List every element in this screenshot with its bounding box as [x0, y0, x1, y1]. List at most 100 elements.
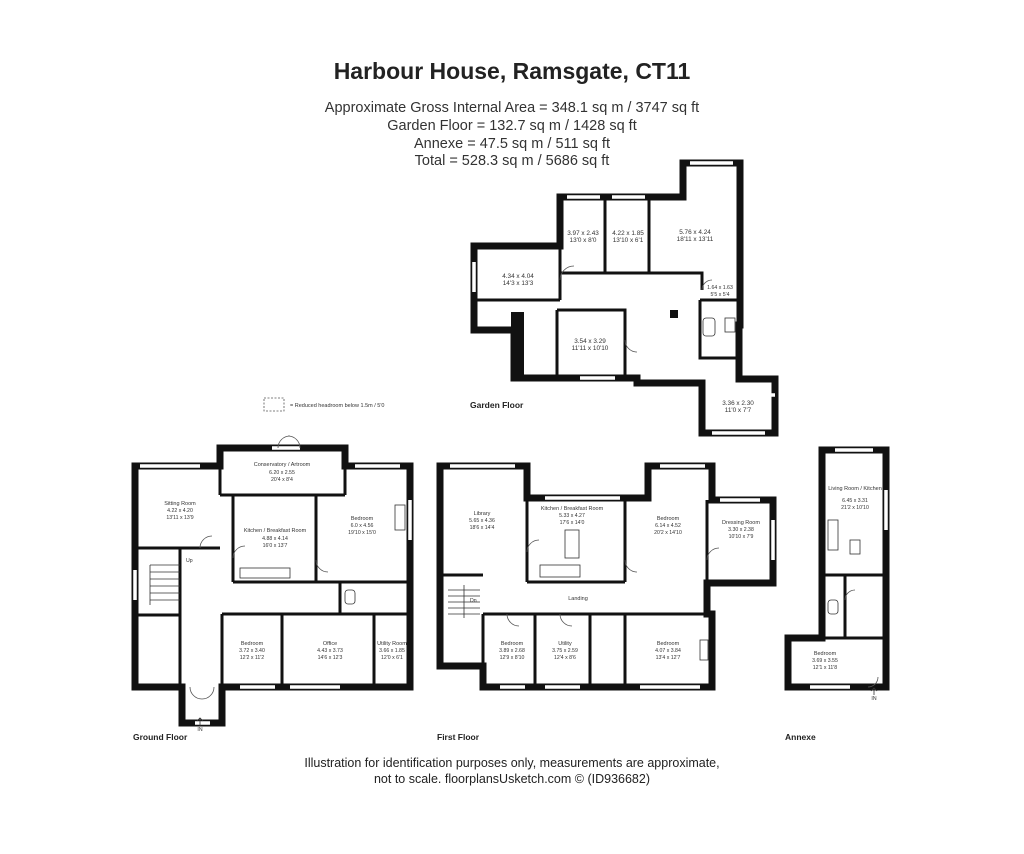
garden-room7-dim-m: 3.36 x 2.30 — [722, 400, 754, 407]
garden-room4-dim-m: 4.34 x 4.04 — [502, 273, 534, 280]
annexe-bedroom-name: Bedroom — [814, 651, 837, 657]
ground-stairs — [149, 564, 180, 605]
garden-floor-label: Garden Floor — [470, 400, 524, 410]
gf-office-dim-m: 4.43 x 3.73 — [317, 648, 343, 654]
ff-kitchen-dim-m: 5.33 x 4.27 — [559, 513, 585, 519]
gf-utility-dim-ft: 12'0 x 6'1 — [381, 655, 403, 661]
ground-wc-icon — [344, 589, 356, 605]
gf-conservatory-dim-ft: 20'4 x 8'4 — [271, 477, 293, 483]
gf-entrance-arrow-icon — [196, 717, 204, 726]
annexe-wc-icon — [827, 599, 839, 615]
disclaimer-line-2: not to scale. floorplansUsketch.com © (I… — [373, 772, 650, 786]
ff-library-dim-m: 5.65 x 4.36 — [469, 518, 495, 524]
ff-bedroom3-name: Bedroom — [657, 641, 680, 647]
garden-room5-dim-m: 1.64 x 1.63 — [707, 285, 733, 291]
garden-floor-plan: 3.97 x 2.43 13'0 x 8'0 4.22 x 1.85 13'10… — [470, 159, 779, 437]
ff-bedroom2-name: Bedroom — [501, 641, 524, 647]
ground-bed-icon — [394, 504, 406, 531]
gross-area-line: Approximate Gross Internal Area = 348.1 … — [324, 100, 700, 116]
ff-dressing-name: Dressing Room — [722, 520, 760, 526]
garden-wc-icon — [702, 317, 716, 337]
ff-landing-label: Landing — [568, 596, 588, 602]
ff-bedroom3-dim-m: 4.07 x 3.84 — [655, 648, 681, 654]
legend-reduced-headroom: = Reduced headroom below 1.5m / 5'0 — [263, 397, 384, 412]
ff-bedroom1-dim-ft: 20'2 x 14'10 — [654, 530, 682, 536]
annexe-living-dim-m: 6.45 x 3.31 — [842, 498, 868, 504]
first-floor-stairs — [448, 585, 480, 618]
gf-kitchen-dim-ft: 16'0 x 13'7 — [263, 543, 288, 549]
ff-bedroom1-dim-m: 6.14 x 4.52 — [655, 523, 681, 529]
gf-sitting-dim-m: 4.22 x 4.20 — [167, 508, 193, 514]
gf-kitchen-dim-m: 4.88 x 4.14 — [262, 536, 288, 542]
garden-basin-icon — [724, 317, 736, 333]
gf-conservatory-name: Conservatory / Artroom — [254, 462, 311, 468]
ff-bed-icon — [699, 639, 709, 661]
garden-room1-dim-ft: 13'0 x 8'0 — [570, 237, 597, 244]
ff-kitchen-counter — [539, 564, 581, 578]
gf-bedroom2-name: Bedroom — [241, 641, 264, 647]
first-floor-plan: Library 5.65 x 4.36 18'6 x 14'4 Kitchen … — [436, 462, 777, 742]
ff-library-dim-ft: 18'6 x 14'4 — [470, 525, 495, 531]
disclaimer-line-1: Illustration for identification purposes… — [304, 756, 720, 770]
gf-office-name: Office — [323, 641, 337, 647]
garden-room2-dim-m: 4.22 x 1.85 — [612, 230, 644, 237]
garden-room1-dim-m: 3.97 x 2.43 — [567, 230, 599, 237]
gf-conservatory-dim-m: 6.20 x 2.55 — [269, 470, 295, 476]
ff-dressing-dim-m: 3.30 x 2.38 — [728, 527, 754, 533]
ground-kitchen-counter — [239, 567, 291, 579]
ff-bedroom3-dim-ft: 13'4 x 12'7 — [656, 655, 681, 661]
annexe-living-name: Living Room / Kitchen — [828, 486, 882, 492]
ff-dressing-dim-ft: 10'10 x 7'9 — [729, 534, 754, 540]
annexe-living-dim-ft: 21'2 x 10'10 — [841, 505, 869, 511]
ff-bedroom2-dim-m: 3.89 x 2.68 — [499, 648, 525, 654]
ff-dn-label: Dn — [470, 598, 477, 604]
first-floor-label: First Floor — [437, 732, 480, 742]
annexe-area-line: Annexe = 47.5 sq m / 511 sq ft — [413, 136, 610, 152]
annexe-bedroom-dim-m: 3.69 x 3.55 — [812, 658, 838, 664]
ff-bedroom2-dim-ft: 12'9 x 8'10 — [500, 655, 525, 661]
gf-entrance-label: IN — [197, 727, 202, 733]
ff-bedroom1-name: Bedroom — [657, 516, 680, 522]
annexe-bedroom-dim-ft: 12'1 x 11'8 — [813, 665, 837, 671]
garden-room6-dim-m: 3.54 x 3.29 — [574, 338, 606, 345]
legend-text: = Reduced headroom below 1.5m / 5'0 — [290, 403, 384, 409]
gf-bedroom2-dim-m: 3.72 x 3.40 — [239, 648, 265, 654]
garden-column — [670, 310, 678, 318]
dashed-box-icon — [263, 397, 285, 412]
total-area-line: Total = 528.3 sq m / 5686 sq ft — [414, 153, 610, 169]
ff-kitchen-name: Kitchen / Breakfast Room — [541, 506, 604, 512]
gf-utility-dim-m: 3.66 x 1.85 — [379, 648, 405, 654]
ff-kitchen-dim-ft: 17'6 x 14'0 — [560, 520, 585, 526]
gf-bedroom1-dim-m: 6.0 x 4.56 — [351, 523, 374, 529]
annexe-label: Annexe — [785, 732, 816, 742]
gf-utility-name: Utility Room — [377, 641, 407, 647]
ff-utility-dim-ft: 12'4 x 8'6 — [554, 655, 576, 661]
garden-room5-dim-ft: 5'5 x 5'4 — [711, 292, 730, 298]
annexe-kitchen-counter — [827, 519, 839, 551]
gf-kitchen-name: Kitchen / Breakfast Room — [244, 528, 307, 534]
ground-floor-label: Ground Floor — [133, 732, 188, 742]
gf-sitting-dim-ft: 13'11 x 13'9 — [166, 515, 193, 521]
annexe-plan: Living Room / Kitchen 6.45 x 3.31 21'2 x… — [784, 446, 890, 742]
ground-floor-outer-wall — [131, 444, 414, 727]
garden-room7-dim-ft: 11'0 x 7'7 — [725, 407, 752, 414]
garden-room6-dim-ft: 11'11 x 10'10 — [572, 345, 609, 352]
ground-floor-plan: Conservatory / Artroom 6.20 x 2.55 20'4 … — [131, 435, 414, 742]
annexe-hob-icon — [849, 539, 861, 555]
ff-kitchen-island — [564, 529, 580, 559]
annexe-entrance-label: IN — [871, 696, 876, 702]
ff-utility-name: Utility — [558, 641, 572, 647]
garden-room4-dim-ft: 14'3 x 13'3 — [503, 280, 534, 287]
garden-room3-dim-m: 5.76 x 4.24 — [679, 229, 711, 236]
garden-floor-outer-wall — [470, 159, 779, 437]
floorplan-title: Harbour House, Ramsgate, CT11 — [333, 58, 691, 84]
garden-floor-area-line: Garden Floor = 132.7 sq m / 1428 sq ft — [387, 118, 637, 134]
ff-utility-dim-m: 3.75 x 2.59 — [552, 648, 578, 654]
gf-bedroom1-name: Bedroom — [351, 516, 374, 522]
garden-room3-dim-ft: 18'11 x 13'11 — [677, 236, 714, 243]
garden-room2-dim-ft: 13'10 x 6'1 — [613, 237, 644, 244]
gf-bedroom1-dim-ft: 19'10 x 15'0 — [348, 530, 376, 536]
gf-up-label: Up — [186, 558, 193, 564]
gf-bedroom2-dim-ft: 12'2 x 11'2 — [240, 655, 264, 661]
